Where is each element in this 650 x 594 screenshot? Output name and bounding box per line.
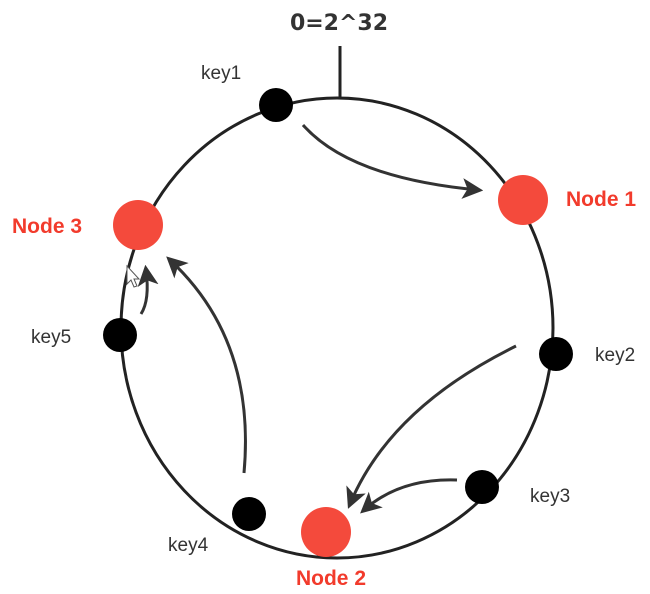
key4-label: key4 bbox=[168, 535, 209, 556]
key5-point bbox=[103, 318, 137, 352]
mouse-cursor-icon bbox=[126, 264, 141, 288]
arrow-key3-to-node2 bbox=[360, 478, 458, 514]
node3-point bbox=[113, 200, 163, 250]
key1-point bbox=[259, 88, 293, 122]
arrow-key4-to-node3 bbox=[166, 256, 247, 474]
arrow-key2-to-node2 bbox=[346, 344, 517, 509]
key4-point bbox=[232, 497, 266, 531]
node1-point bbox=[498, 175, 548, 225]
node3-label: Node 3 bbox=[12, 215, 82, 238]
node2-label: Node 2 bbox=[296, 567, 366, 590]
key2-label: key2 bbox=[595, 345, 635, 366]
node1-label: Node 1 bbox=[566, 188, 636, 211]
key5-label: key5 bbox=[31, 327, 71, 348]
key3-label: key3 bbox=[530, 486, 570, 507]
node2-point bbox=[301, 507, 351, 557]
key2-point bbox=[539, 337, 573, 371]
arrow-key1-to-node1 bbox=[301, 124, 484, 199]
key3-point bbox=[465, 470, 499, 504]
key1-label: key1 bbox=[201, 63, 241, 84]
arrow-key5-to-node3 bbox=[137, 264, 159, 315]
zero-marker-label: 0=2^32 bbox=[290, 11, 388, 36]
